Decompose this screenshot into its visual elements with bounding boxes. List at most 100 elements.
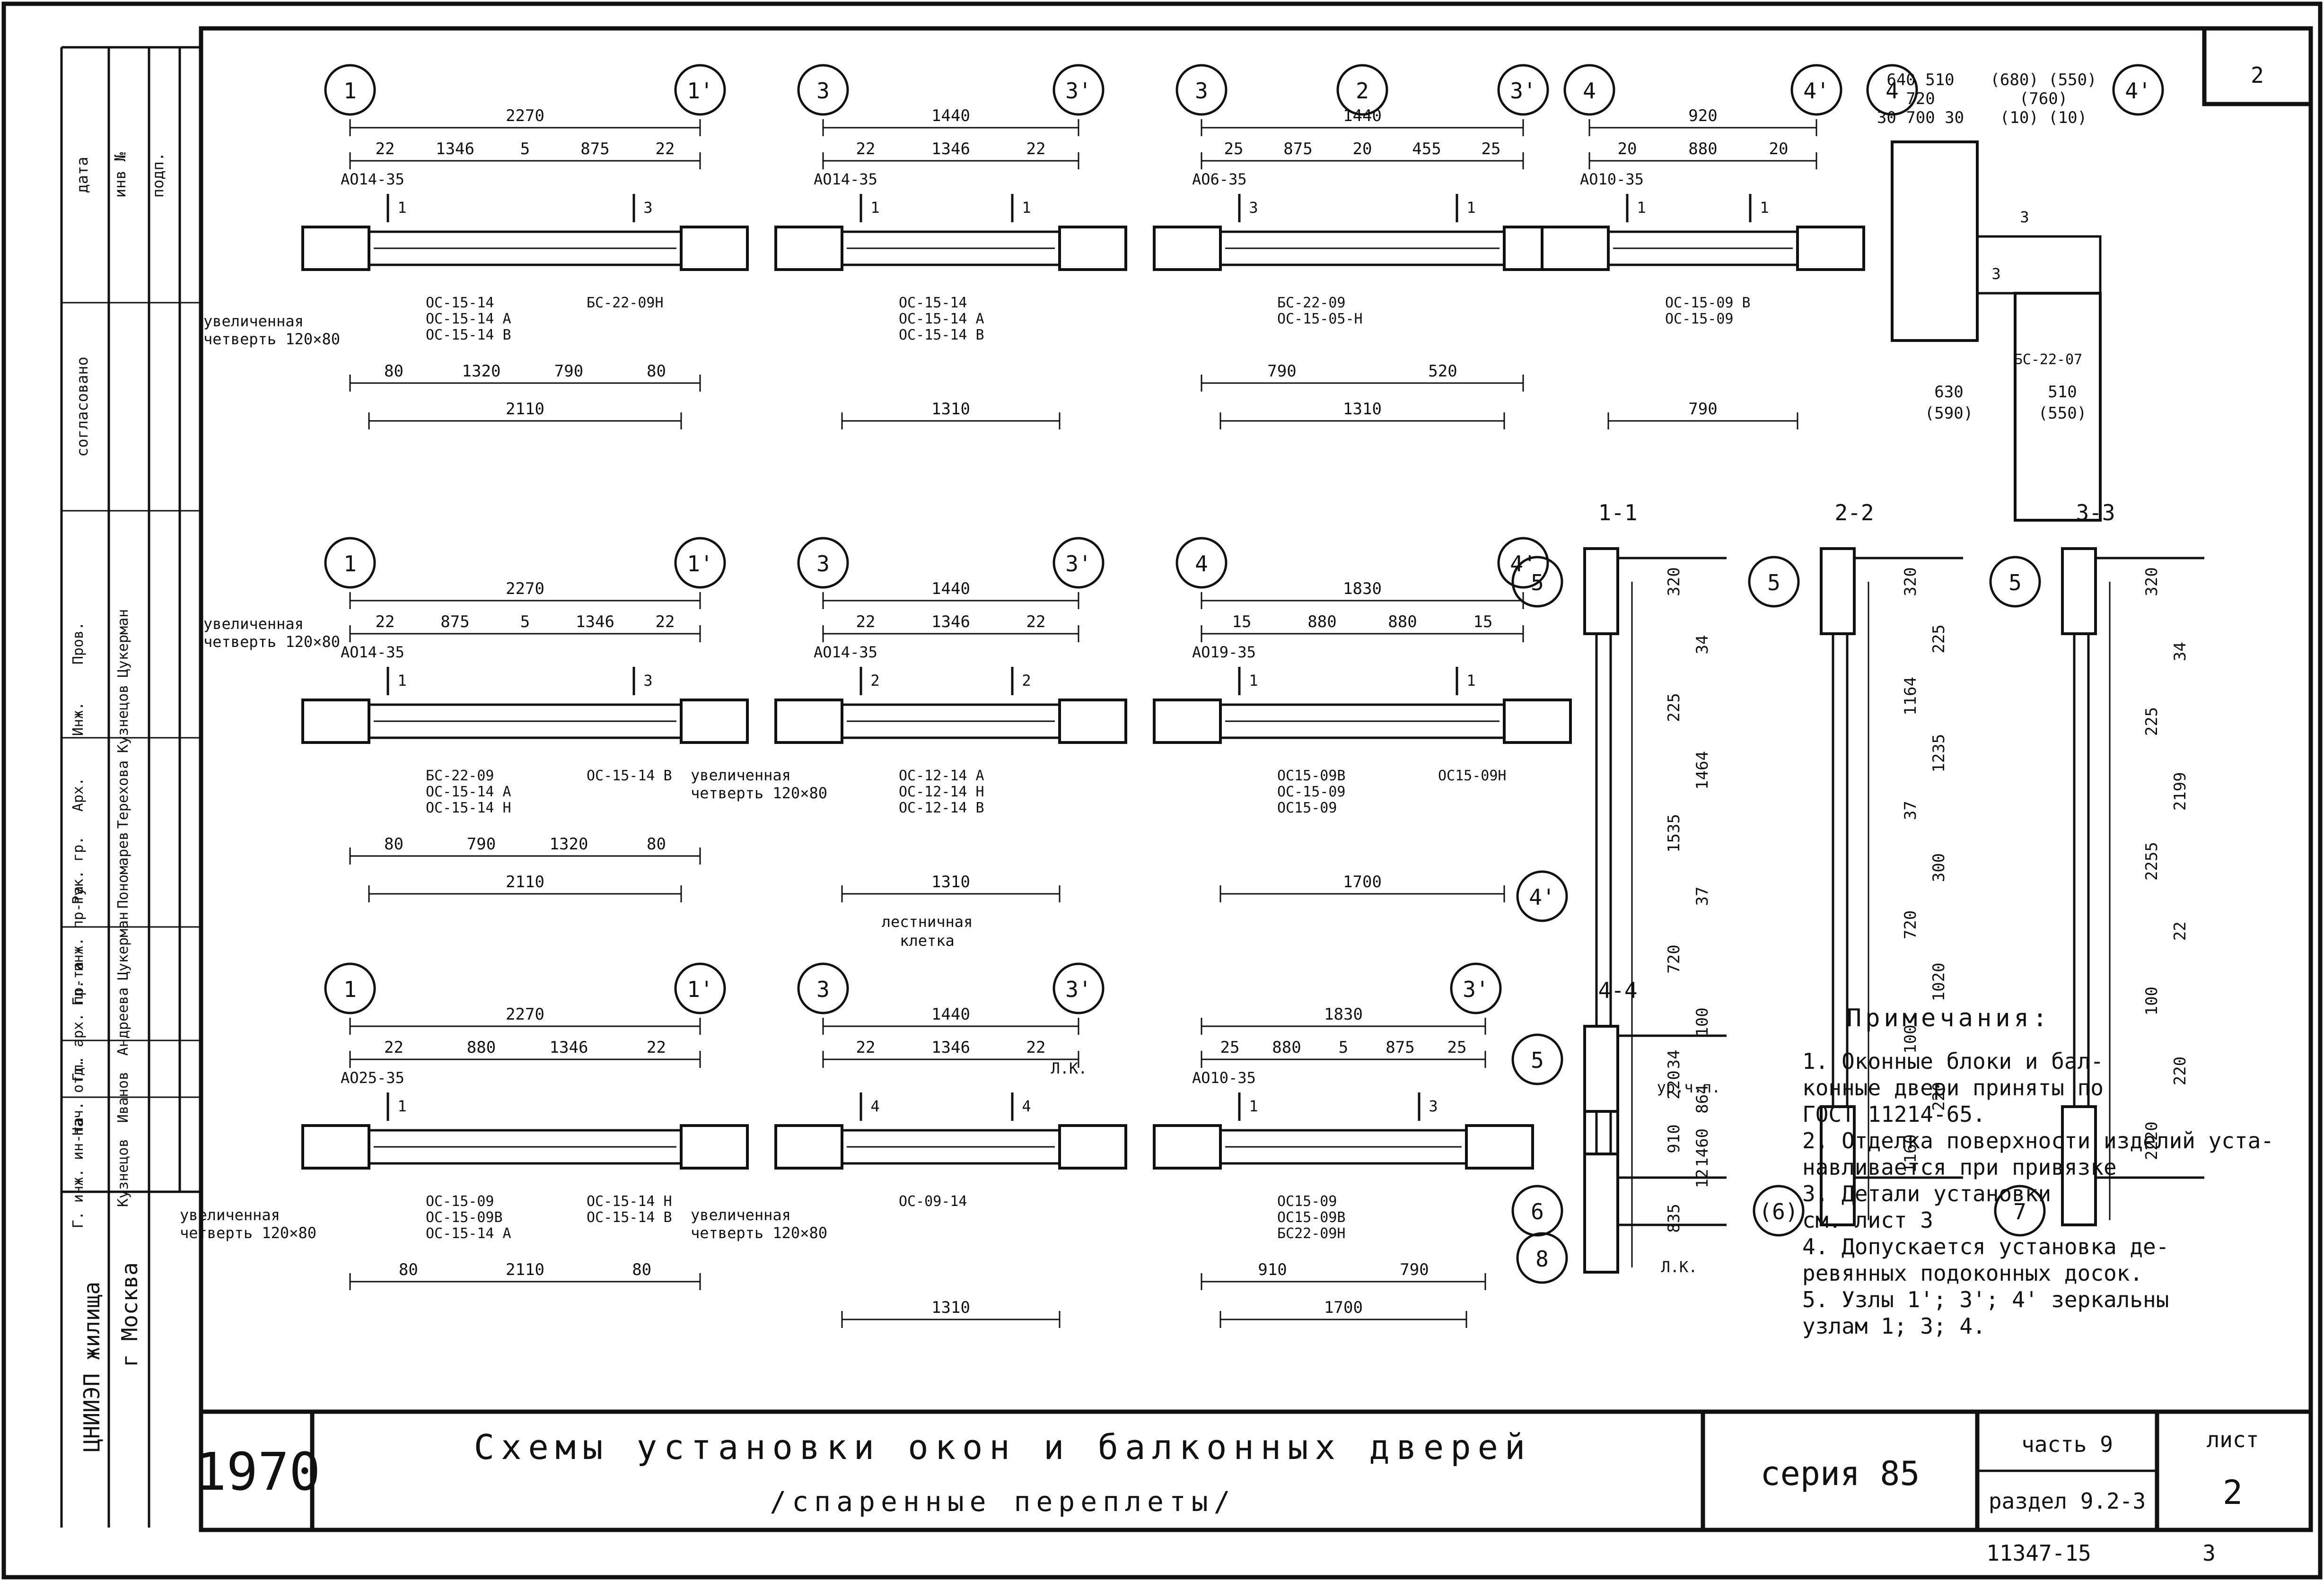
dimension-value: 225: [2142, 707, 2161, 736]
element-mark: ОС-15-09: [1277, 784, 1346, 800]
node-callout-circle: [1450, 962, 1502, 1014]
wall-right: [1058, 226, 1127, 271]
note-line: ГОСТ 11214-65.: [1802, 1101, 1986, 1127]
element-mark: ОС-15-14 В: [426, 327, 511, 343]
dimension-value: 2220: [2142, 1121, 2161, 1160]
wall-upper: [1583, 547, 1619, 635]
wall-section: [2014, 292, 2102, 522]
dimension-value: 1464: [1693, 751, 1712, 790]
section-arrow-number: 3: [1249, 199, 1258, 217]
dimension-value: 20: [1618, 140, 1637, 158]
node-callout-circle: [1511, 1185, 1563, 1237]
dimension-overall: 790: [1688, 400, 1717, 419]
drawing-subtitle: /спаренные переплеты/: [770, 1485, 1236, 1518]
dimension-overall: 1310: [931, 873, 970, 891]
node-callout-number: 1: [343, 78, 357, 104]
dimension-value: 2255: [2142, 842, 2161, 881]
stamp-name: Кузнецов: [115, 685, 132, 753]
section-arrow-number: 1: [397, 199, 406, 217]
element-mark: ОС-15-14 А: [426, 1225, 511, 1242]
dimension-value: 15: [1232, 612, 1252, 631]
element-mark: ОС-15-14 Н: [426, 800, 511, 816]
dimension-overall: 1310: [1343, 400, 1382, 419]
dimension-value: 455: [1412, 140, 1441, 158]
lintel-mark: АО14-35: [814, 643, 877, 661]
dimension-value: 1235: [1929, 734, 1948, 773]
section-arrow-number: 1: [1249, 1097, 1258, 1115]
sheet-value: 2: [2223, 1473, 2243, 1512]
note-line: 4. Допускается установка де-: [1802, 1234, 2169, 1259]
dimension-value: 22: [1026, 140, 1046, 158]
dimension-value: 22: [1026, 612, 1046, 631]
section-arrow-number: 2: [1022, 672, 1031, 690]
rebate-size: четверть 120×80: [180, 1224, 316, 1242]
node-callout-number: 3: [816, 78, 830, 104]
dimension-overall: 920: [1688, 106, 1717, 125]
wall-left: [1541, 226, 1610, 271]
dimension-value: 220: [1929, 1082, 1948, 1110]
node-callout-circle: [1516, 1232, 1568, 1284]
dimension-value: 790: [467, 835, 496, 854]
node-callout-number: 1': [687, 977, 713, 1002]
section-arrow-number: 1: [397, 1097, 406, 1115]
window-block: [1607, 230, 1799, 266]
dimension-value: 520: [1428, 362, 1457, 381]
stamp-approval-header: согласовано: [73, 357, 91, 457]
window-block: [841, 230, 1061, 266]
wall-left: [774, 699, 843, 744]
dimension-value: 875: [1283, 140, 1312, 158]
dimension-value: 22: [376, 612, 395, 631]
dimension-value: 790: [554, 362, 583, 381]
node-callout-number: 3': [1065, 551, 1091, 576]
wall-left: [1153, 1124, 1222, 1170]
dimension-value: 630: [1934, 383, 1963, 402]
element-mark: ОС-15-14: [426, 295, 494, 311]
element-mark: ОС-15-14 А: [426, 311, 511, 327]
element-mark: ОС15-09: [1277, 1193, 1337, 1210]
node-callout-circle: [1516, 870, 1568, 922]
note-line: конные двери приняты по: [1802, 1075, 2104, 1101]
element-mark: ОС15-09В: [1277, 768, 1346, 784]
section-title: 3-3: [2076, 500, 2115, 525]
node-callout-number: 4: [1583, 78, 1596, 104]
node-callout-circle: [1052, 64, 1105, 116]
dimension-value: 5: [520, 612, 530, 631]
dimension-value: 100: [2142, 987, 2161, 1015]
node-callout-number: 1: [343, 977, 357, 1002]
window-frame: [2073, 632, 2090, 1108]
dimension-value: 25: [1220, 1038, 1240, 1057]
element-mark: ОС-15-09: [1665, 311, 1734, 327]
window-frame: [1832, 632, 1849, 1108]
dimension-value: 790: [1400, 1260, 1429, 1279]
dimension-value: 1320: [462, 362, 501, 381]
dimension-value: (760): [2019, 89, 2068, 108]
dimension-value: 25: [1482, 140, 1501, 158]
element-mark: ОС-09-14: [899, 1193, 967, 1210]
wall-left: [301, 226, 370, 271]
section-arrow-number: 3: [1429, 1097, 1438, 1115]
node-callout-number: 1': [687, 78, 713, 104]
section-arrow-number: 1: [1466, 199, 1475, 217]
section-arrow-number: 2: [870, 672, 879, 690]
element-mark: ОС-15-09: [426, 1193, 494, 1210]
rebate-note: увеличенная: [180, 1206, 280, 1224]
drawing-title: Схемы установки окон и балконных дверей: [474, 1427, 1532, 1467]
part: часть 9: [2021, 1432, 2113, 1457]
node-callout-number: 5: [1531, 570, 1544, 595]
node-callout-number: 4': [1803, 78, 1829, 104]
section-s22: 2-23202251164123537300720102010022011605…: [1748, 500, 1963, 1237]
section-arrow-number: 1: [1022, 199, 1031, 217]
dimension-overall: 2270: [506, 579, 544, 598]
node-callout-number: 1': [687, 551, 713, 576]
stair-cell-abbr: Л.К.: [1051, 1059, 1087, 1077]
node-callout-circle: [1563, 64, 1615, 116]
element-mark: ОС-15-14 В: [899, 327, 984, 343]
stamp-role: Инж.: [70, 702, 87, 736]
stamp-role: Г. инж. ин-та: [70, 1118, 87, 1229]
window-block: [368, 230, 683, 266]
dimension-value: (590): [1925, 404, 1973, 423]
node-callout-number: 4: [1886, 78, 1899, 104]
